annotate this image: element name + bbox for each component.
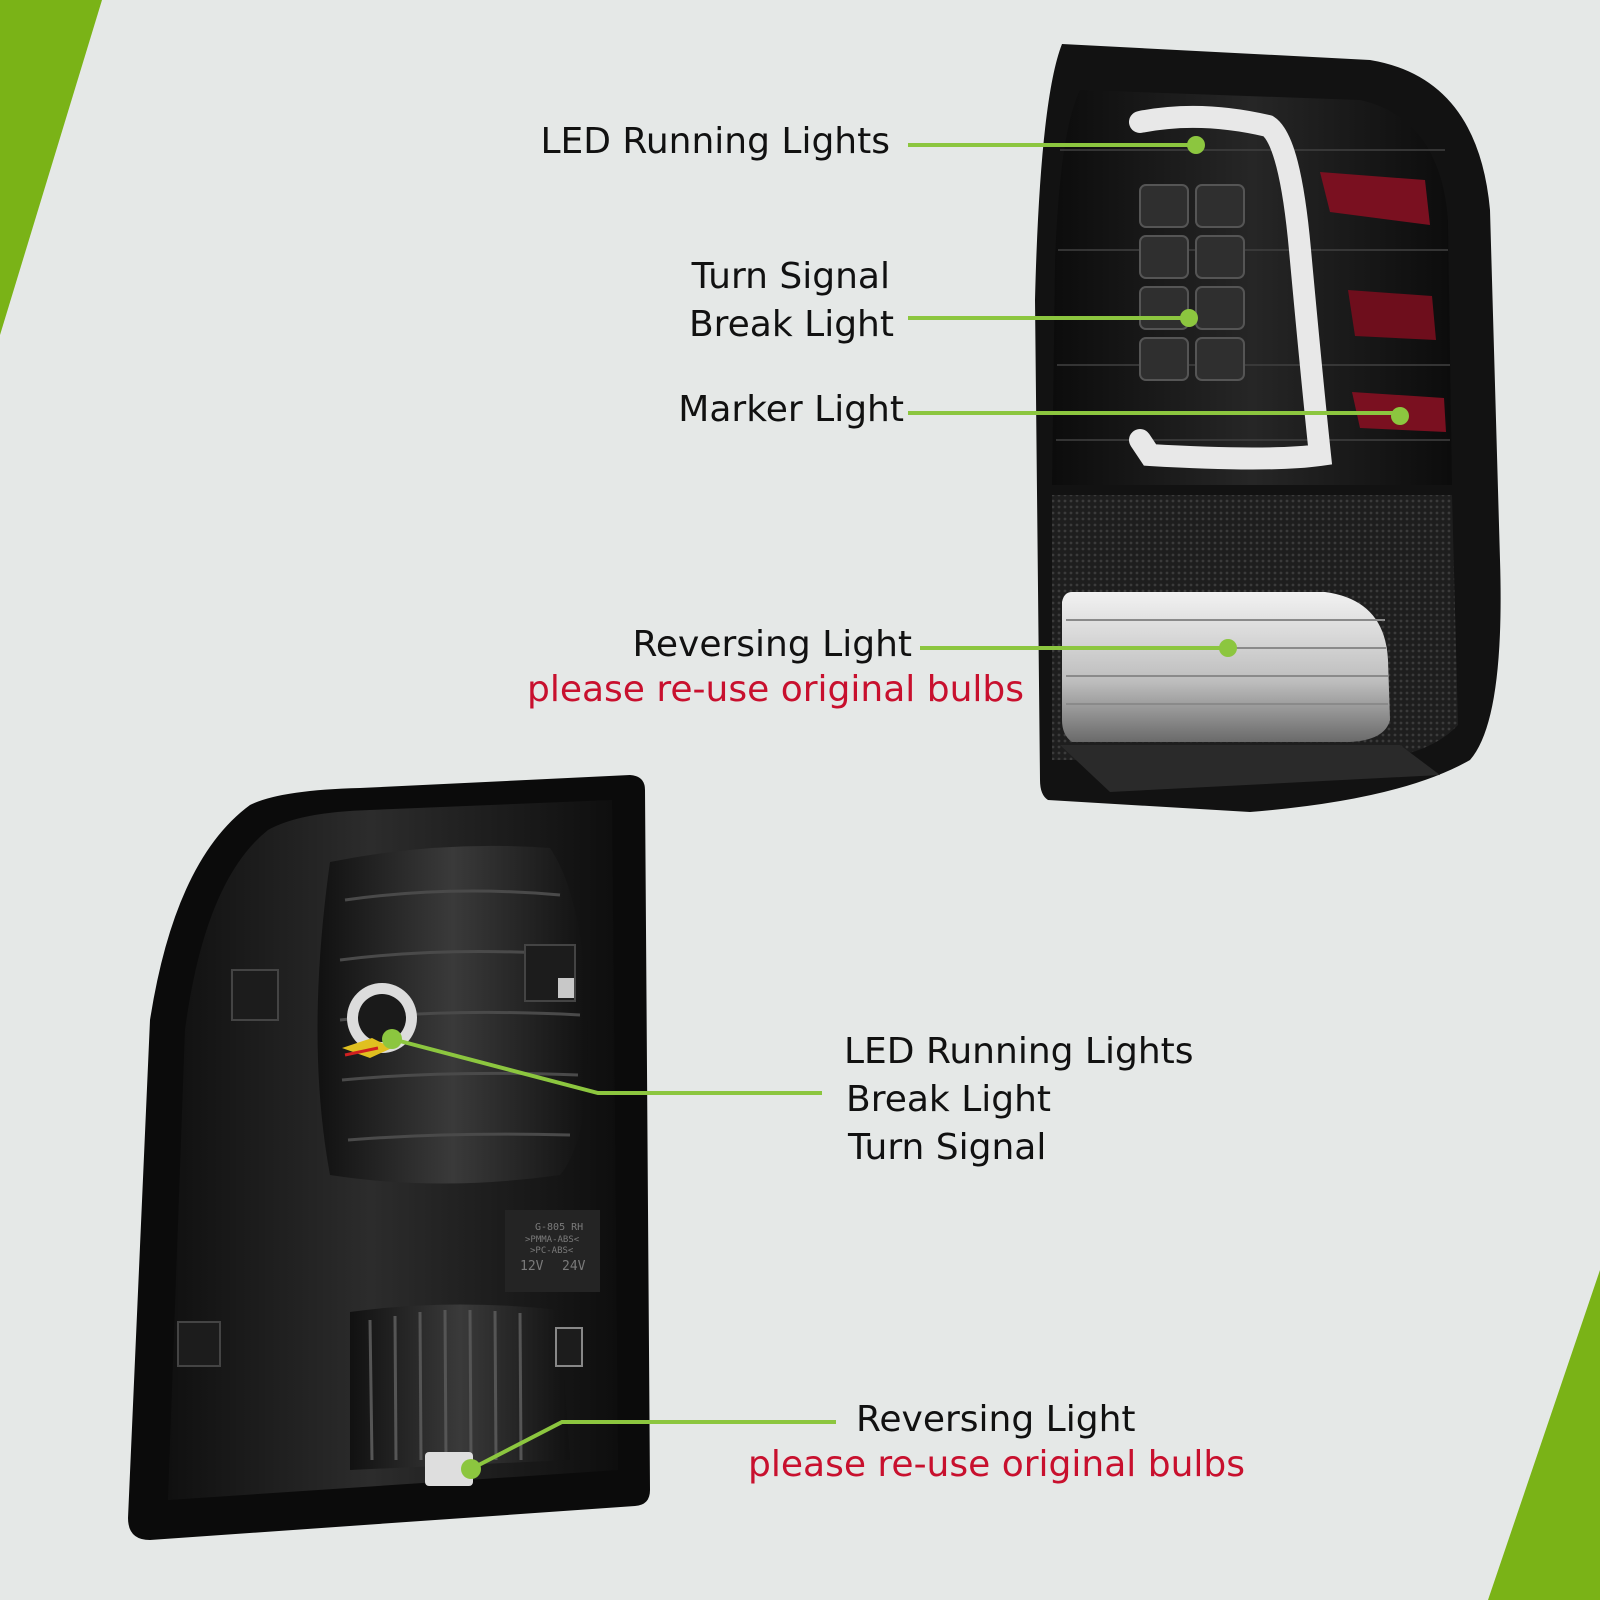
callout-dot xyxy=(1391,407,1409,425)
label-front-marker-light: Marker Light xyxy=(678,389,904,430)
label-back-reuse-bulbs-note: please re-use original bulbs xyxy=(748,1444,1246,1485)
label-front-break-light: Break Light xyxy=(688,304,894,345)
red-reflector-top xyxy=(1320,172,1430,225)
tail-light-front-view xyxy=(1035,44,1501,812)
callout-dot xyxy=(382,1029,402,1049)
accent-corner-bottom-right xyxy=(1488,1270,1600,1600)
led-grid xyxy=(1139,184,1245,381)
housing-mark-voltage-1: 12V xyxy=(520,1259,544,1274)
callout-dot xyxy=(1219,639,1237,657)
callout-dot xyxy=(1180,309,1198,327)
housing-mark-material-1: >PMMA-ABS< xyxy=(525,1235,580,1245)
housing-marks-plate xyxy=(505,1210,600,1292)
label-front-reversing-light: Reversing Light xyxy=(632,624,912,665)
callout-dot xyxy=(1187,136,1205,154)
tail-light-back-view: G-805 RH >PMMA-ABS< >PC-ABS< 12V 24V xyxy=(128,775,650,1540)
housing-mark-part: G-805 RH xyxy=(535,1222,583,1233)
label-front-turn-signal: Turn Signal xyxy=(691,256,890,297)
accent-corner-top-left xyxy=(0,0,102,335)
leader-line-back-led xyxy=(391,1037,822,1095)
label-back-break-light: Break Light xyxy=(846,1079,1052,1120)
label-back-led-running-lights: LED Running Lights xyxy=(844,1031,1194,1072)
label-front-led-running-lights: LED Running Lights xyxy=(540,121,890,162)
housing-mark-voltage-2: 24V xyxy=(562,1259,586,1274)
label-back-turn-signal: Turn Signal xyxy=(848,1127,1047,1168)
reversing-lens xyxy=(1062,592,1390,742)
housing-mark-material-2: >PC-ABS< xyxy=(530,1246,574,1256)
reversing-socket-housing xyxy=(350,1304,570,1470)
reversing-bulb-connector xyxy=(425,1452,473,1486)
red-reflector-middle xyxy=(1348,290,1436,340)
led-light-bar xyxy=(1129,105,1333,470)
callout-dot xyxy=(461,1459,481,1479)
label-front-reuse-bulbs-note: please re-use original bulbs xyxy=(526,669,1024,710)
label-back-reversing-light: Reversing Light xyxy=(856,1399,1136,1440)
leader-line-back-reversing xyxy=(470,1420,836,1471)
main-bulb-dome xyxy=(317,845,589,1184)
